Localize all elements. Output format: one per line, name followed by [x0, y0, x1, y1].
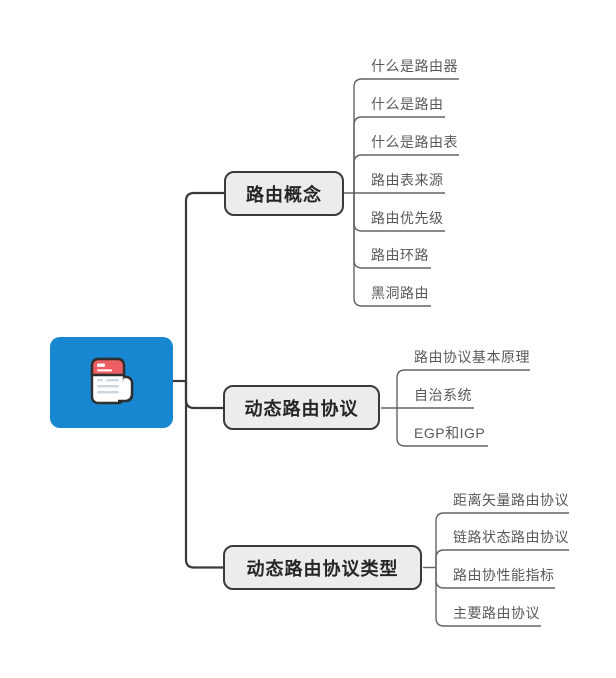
- root-node[interactable]: [50, 337, 173, 428]
- child-topic[interactable]: 路由优先级: [371, 210, 444, 226]
- branch-node-dynamic-routing-protocol[interactable]: 动态路由协议: [223, 385, 380, 430]
- child-topic[interactable]: 自治系统: [414, 387, 472, 403]
- branch-node-routing-concepts[interactable]: 路由概念: [224, 171, 344, 216]
- connector-root-branch1: [184, 191, 224, 381]
- connector-b1-child7: [353, 193, 431, 307]
- connector-b2-child3: [396, 408, 488, 447]
- connector-b3-child1: [435, 512, 569, 568]
- child-topic[interactable]: 什么是路由: [371, 96, 444, 112]
- connector-b1-child1: [353, 78, 459, 193]
- connector-b2-child1: [396, 369, 530, 408]
- child-topic[interactable]: 什么是路由器: [371, 58, 458, 74]
- child-topic[interactable]: 路由表来源: [371, 172, 444, 188]
- child-topic[interactable]: 路由协性能指标: [453, 567, 555, 583]
- child-topic[interactable]: 距离矢量路由协议: [453, 492, 569, 508]
- branch-label: 动态路由协议类型: [246, 558, 399, 579]
- child-topic[interactable]: 黑洞路由: [371, 285, 429, 301]
- child-topic[interactable]: 什么是路由表: [371, 134, 458, 150]
- connector-b3-child2: [435, 549, 569, 568]
- child-topic[interactable]: EGP和IGP: [414, 425, 486, 441]
- newspaper-icon: [90, 357, 134, 409]
- child-topic[interactable]: 主要路由协议: [453, 605, 540, 621]
- child-topic[interactable]: 路由协议基本原理: [414, 349, 530, 365]
- branch-label: 路由概念: [246, 184, 322, 205]
- connector-root-branch2: [184, 381, 223, 410]
- child-topic[interactable]: 链路状态路由协议: [453, 529, 569, 545]
- connector-b3-child4: [435, 567, 541, 627]
- connector-b1-child3: [353, 154, 459, 193]
- connector-root-branch3: [184, 381, 223, 569]
- connector-b1-child2: [353, 116, 445, 193]
- branch-node-dynamic-routing-protocol-types[interactable]: 动态路由协议类型: [223, 545, 422, 590]
- child-topic[interactable]: 路由环路: [371, 247, 429, 263]
- branch-label: 动态路由协议: [244, 398, 359, 419]
